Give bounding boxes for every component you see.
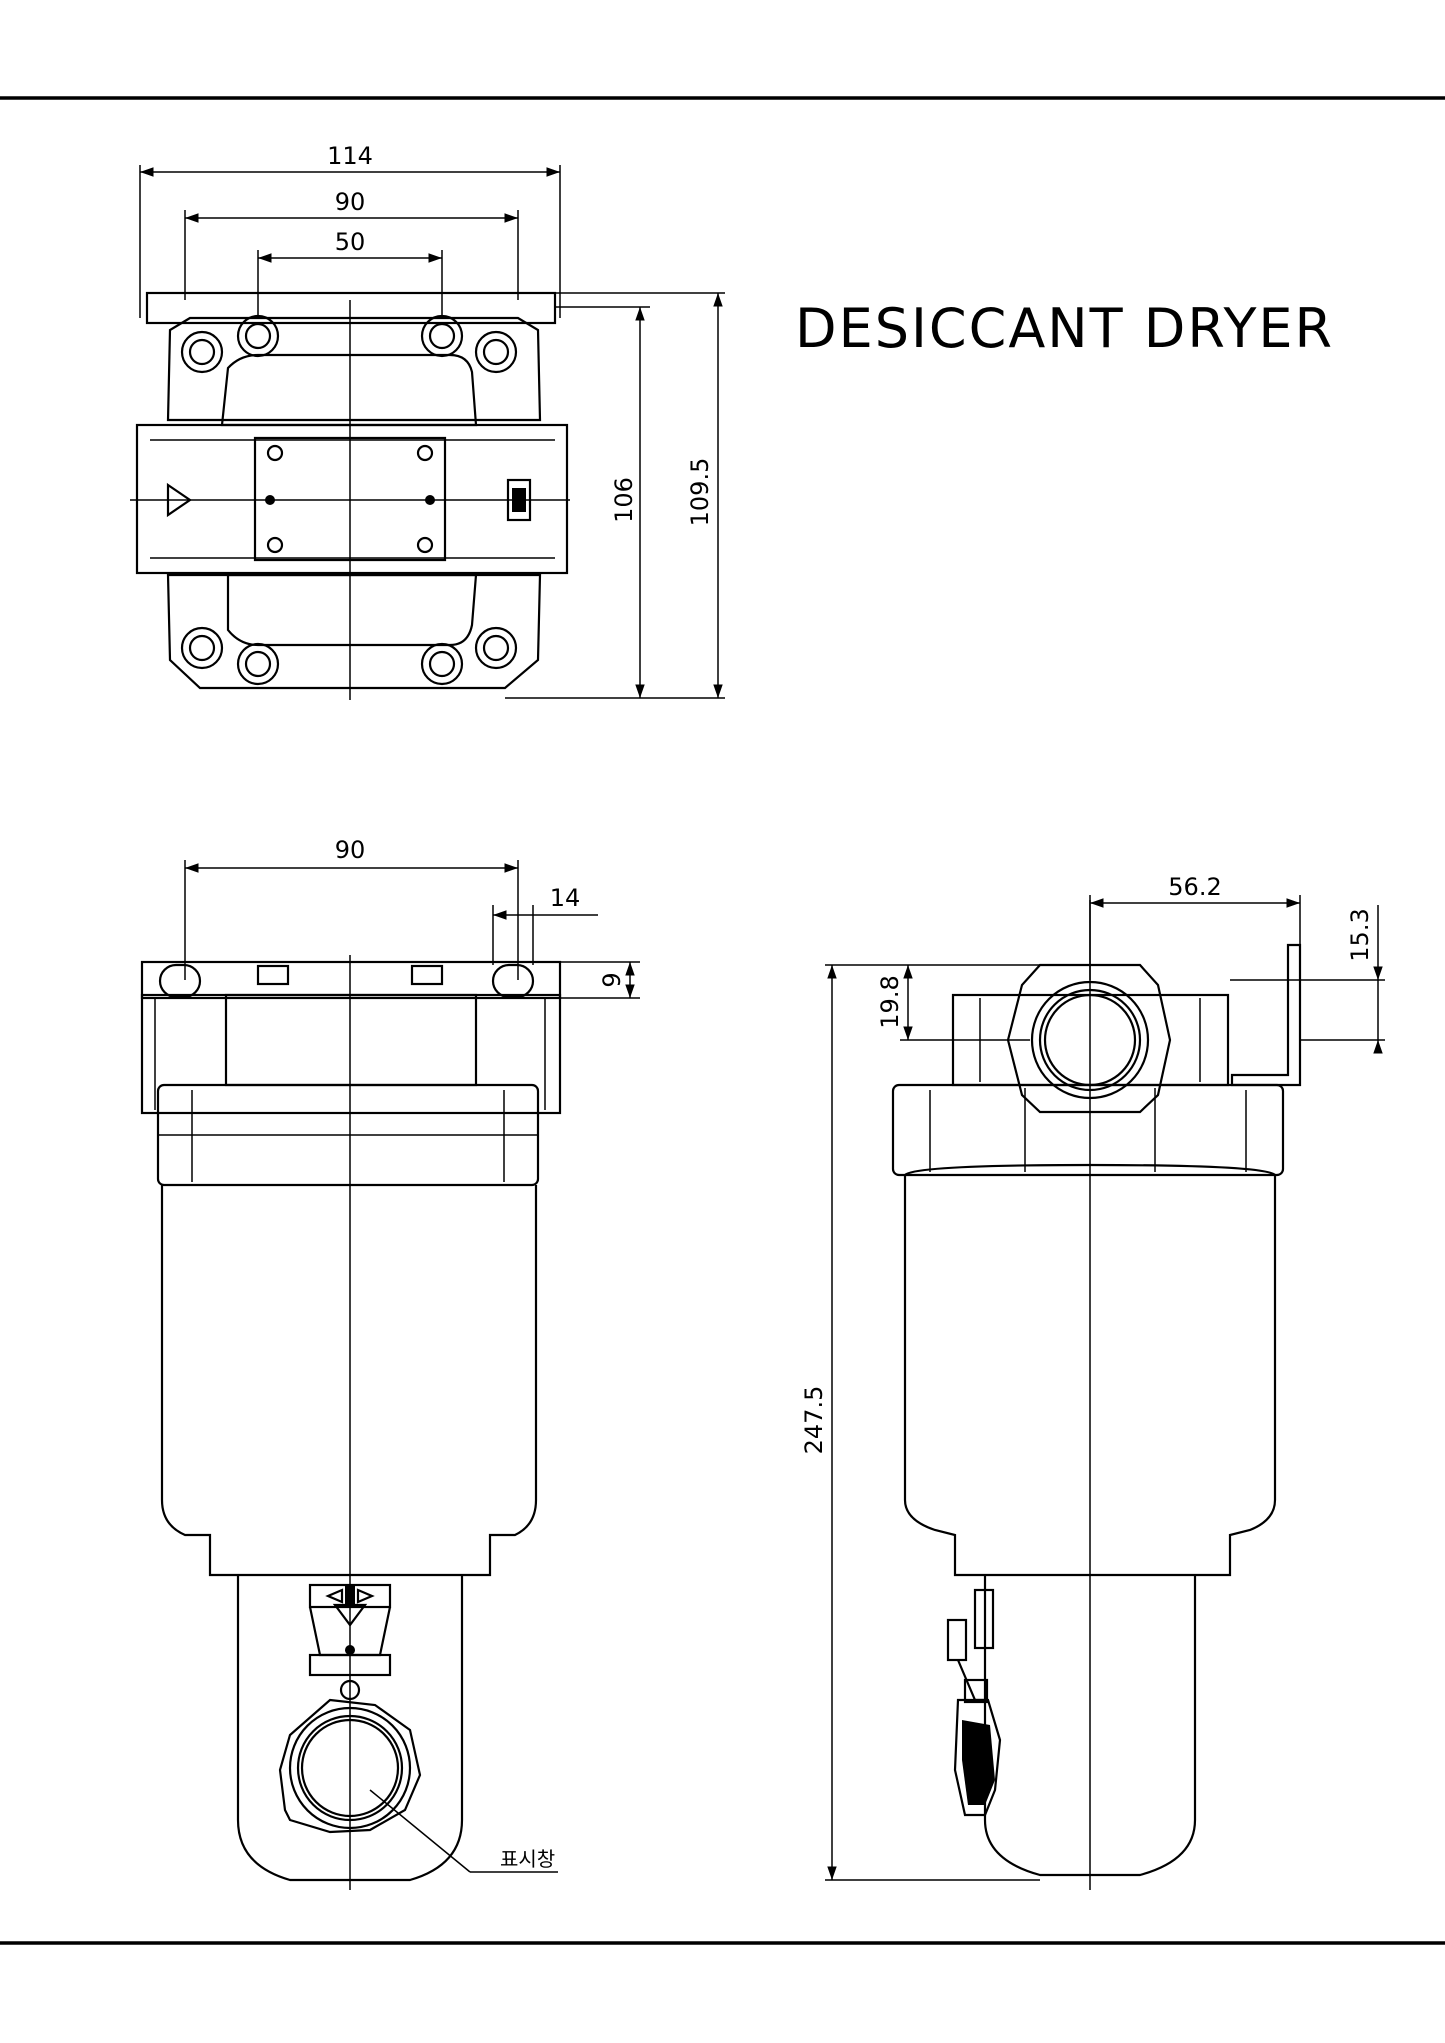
- side-bracket-profile: [1230, 943, 1302, 1087]
- front-bracket: [140, 960, 562, 1000]
- top-housing-upper: [166, 316, 542, 422]
- top-bracket-strip: [145, 291, 557, 325]
- plate-screw-icon: [265, 444, 435, 554]
- top-inner-window-upper: [220, 353, 478, 427]
- dim-bolt-pitch-outer: 90: [335, 188, 366, 216]
- side-bowl-collar: [891, 1083, 1285, 1177]
- front-view: 표시창 90 14 9: [140, 836, 640, 1890]
- top-view: 114 90 50 106 109.5: [130, 142, 725, 700]
- side-view: 56.2 15.3 19.8 247.5: [800, 873, 1385, 1890]
- dim-port-height: 19.8: [876, 975, 904, 1028]
- dim-bolt-pitch-inner: 50: [335, 228, 366, 256]
- drawing-title: DESICCANT DRYER: [795, 297, 1334, 360]
- top-inner-window-lower: [226, 573, 478, 647]
- side-bowl: [903, 1163, 1277, 1577]
- side-port-hex: [1006, 963, 1172, 1114]
- top-housing-lower: [166, 573, 542, 690]
- dim-port-offset: 56.2: [1168, 873, 1221, 901]
- front-bowl: [160, 1185, 538, 1577]
- top-center-plate: [253, 436, 447, 562]
- front-head-block: [140, 993, 562, 1115]
- drain-valve-handle: [946, 1588, 1002, 1817]
- front-slot-left: [158, 963, 202, 999]
- indicator-label: 표시창: [500, 1847, 555, 1871]
- dim-height-inner: 106: [610, 477, 638, 523]
- dim-height-overall: 109.5: [686, 458, 714, 527]
- dim-bracket-thickness: 9: [598, 972, 626, 987]
- dim-total-height: 247.5: [800, 1386, 828, 1455]
- dim-slot-width: 14: [550, 884, 581, 912]
- dim-width-overall: 114: [327, 142, 373, 170]
- front-slot-right: [491, 963, 535, 999]
- top-pipe-body: [135, 423, 569, 575]
- dim-bracket-height: 15.3: [1346, 908, 1374, 961]
- dim-slot-pitch: 90: [335, 836, 366, 864]
